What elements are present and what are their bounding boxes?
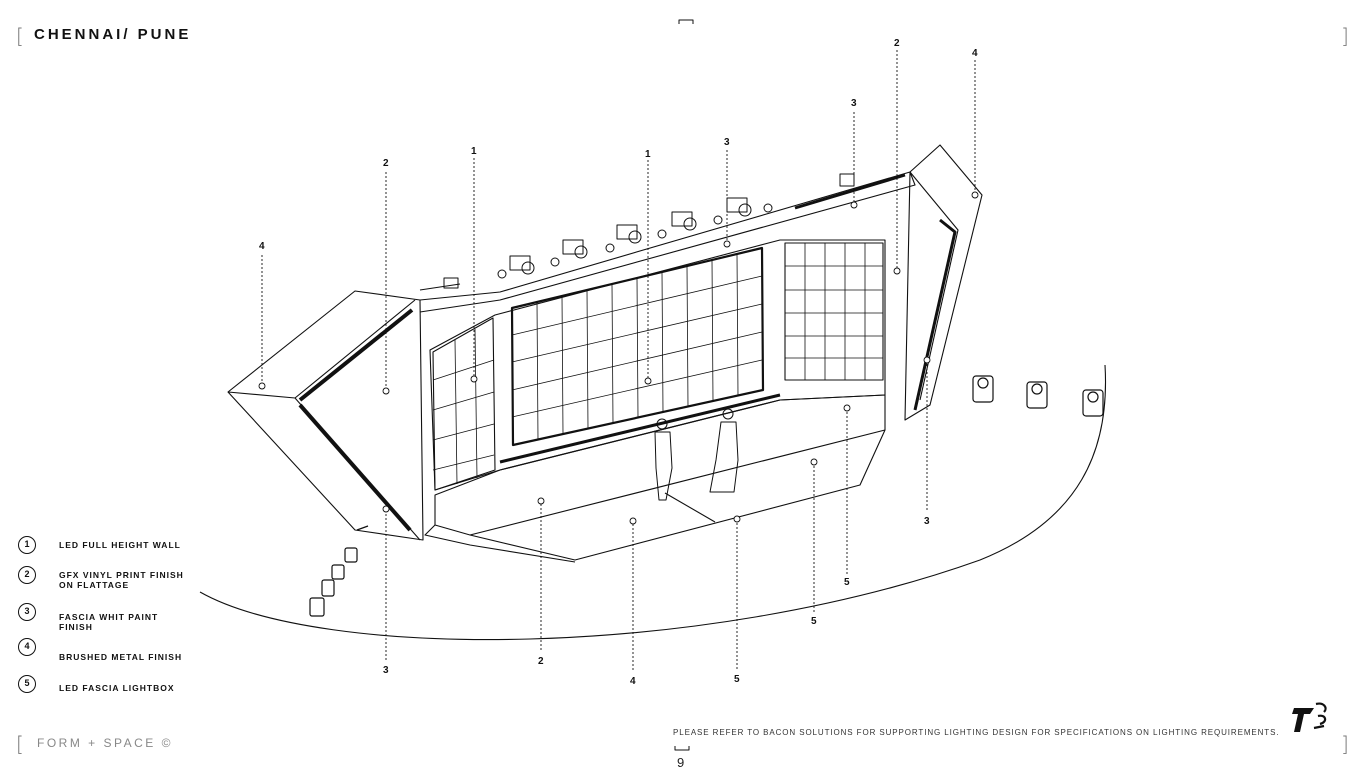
legend-number: 4 bbox=[18, 638, 36, 656]
callout-3-left-bottom: 3 bbox=[383, 665, 389, 676]
callout-5-mid: 5 bbox=[811, 616, 817, 627]
footer-brand: FORM + SPACE © bbox=[37, 736, 173, 750]
legend-label: GFX VINYL PRINT FINISH ON FLATTAGE bbox=[59, 570, 184, 590]
callout-4-bottom: 4 bbox=[630, 676, 636, 687]
callout-4-right-wing: 4 bbox=[972, 48, 978, 59]
callout-2-right-flattage: 2 bbox=[894, 38, 900, 49]
callout-4-left-wing: 4 bbox=[259, 241, 265, 252]
header-bracket-close: ] bbox=[1341, 24, 1349, 48]
callout-2-bottom: 2 bbox=[538, 656, 544, 667]
legend-number: 3 bbox=[18, 603, 36, 621]
legend-item-1: 1 LED FULL HEIGHT WALL bbox=[18, 536, 248, 556]
brand-logo-icon bbox=[1292, 702, 1327, 732]
callout-3-right-fascia: 3 bbox=[851, 98, 857, 109]
legend-label: LED FASCIA LIGHTBOX bbox=[59, 683, 175, 693]
callout-3-right-bottom: 3 bbox=[924, 516, 930, 527]
callout-2-left-flattage: 2 bbox=[383, 158, 389, 169]
header-bracket-open: [ bbox=[16, 24, 24, 48]
callout-1-center-wall: 1 bbox=[645, 149, 651, 160]
legend-label: BRUSHED METAL FINISH bbox=[59, 652, 183, 662]
callout-1-left-wall: 1 bbox=[471, 146, 477, 157]
page-number: 9 bbox=[677, 755, 685, 770]
legend-number: 1 bbox=[18, 536, 36, 554]
legend-label: FASCIA WHIT PAINT FINISH bbox=[59, 612, 159, 632]
footer-bracket-open: [ bbox=[16, 732, 24, 756]
page-title: CHENNAI/ PUNE bbox=[34, 26, 192, 43]
callout-5-right: 5 bbox=[844, 577, 850, 588]
footer-bracket-close: ] bbox=[1341, 732, 1349, 756]
legend-item-2: 2 GFX VINYL PRINT FINISH ON FLATTAGE bbox=[18, 566, 248, 590]
legend-item-4: 4 BRUSHED METAL FINISH bbox=[18, 638, 248, 662]
legend-number: 2 bbox=[18, 566, 36, 584]
legend-item-3: 3 FASCIA WHIT PAINT FINISH bbox=[18, 603, 248, 632]
callout-3-top-fascia: 3 bbox=[724, 137, 730, 148]
legend-label: LED FULL HEIGHT WALL bbox=[59, 540, 181, 550]
lighting-note: PLEASE REFER TO BACON SOLUTIONS FOR SUPP… bbox=[673, 728, 1280, 737]
callout-5-bottom: 5 bbox=[734, 674, 740, 685]
legend-number: 5 bbox=[18, 675, 36, 693]
legend-item-5: 5 LED FASCIA LIGHTBOX bbox=[18, 675, 248, 697]
